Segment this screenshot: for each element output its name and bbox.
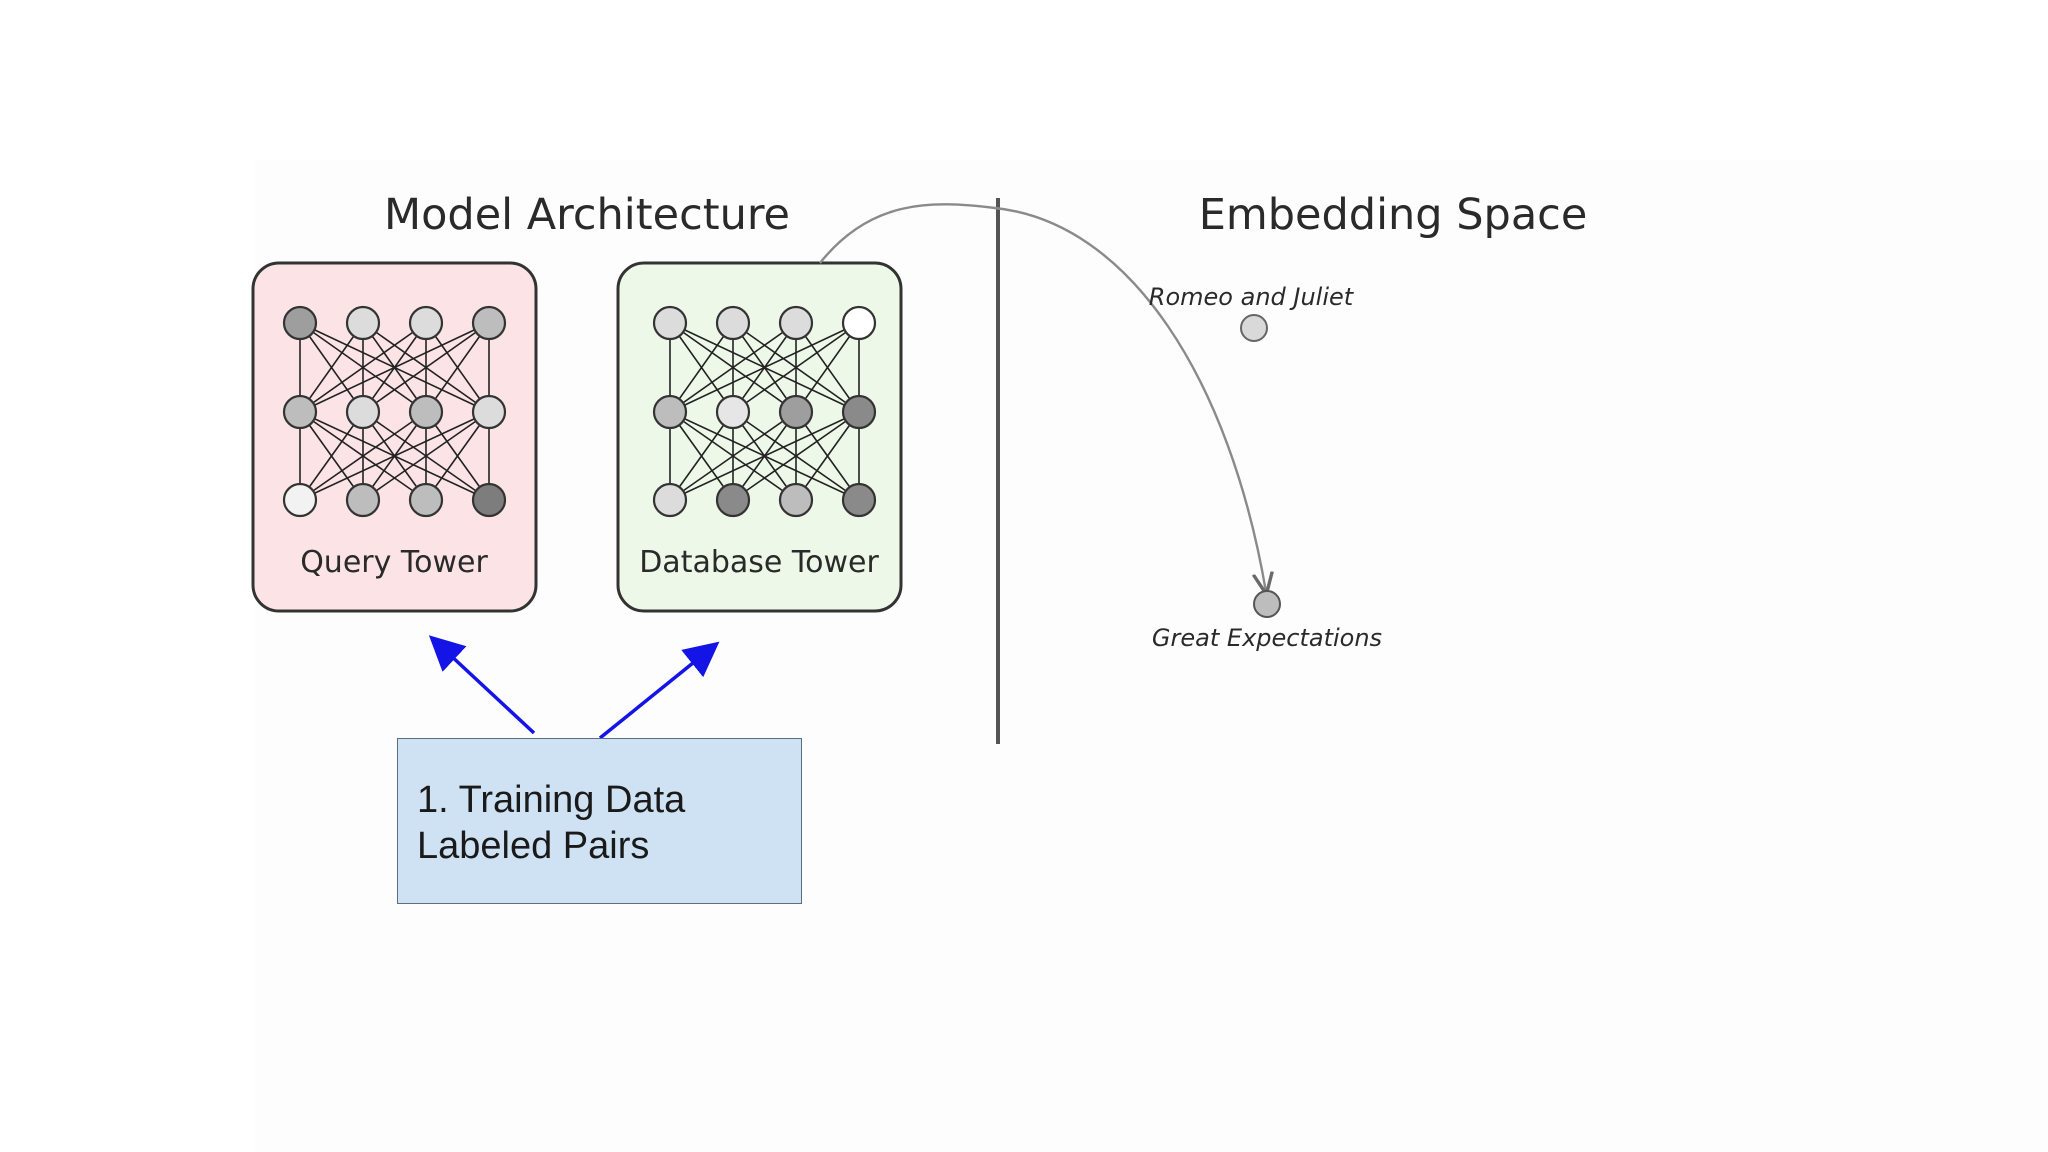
- database-tower-node: [652, 394, 688, 430]
- database-tower-edge: [669, 322, 734, 413]
- query-tower-node: [408, 482, 444, 518]
- query-tower-network: [282, 305, 507, 518]
- query-tower-edge: [299, 411, 490, 501]
- database-tower-edge: [669, 322, 797, 413]
- database-tower-node: [778, 482, 814, 518]
- database-tower-edge: [669, 411, 860, 501]
- database-tower-network: [652, 305, 877, 518]
- arrow-to-database-tower: [598, 641, 720, 740]
- query-tower-node: [282, 482, 318, 518]
- query-tower-label: Query Tower: [300, 545, 488, 580]
- romeo-and-juliet-point: [1240, 314, 1268, 342]
- database-tower-node: [778, 305, 814, 341]
- database-tower-edge: [669, 322, 860, 413]
- query-tower-node: [345, 394, 381, 430]
- database-tower-edge: [732, 411, 860, 501]
- query-tower-box: [251, 261, 538, 613]
- arrow-to-query-tower: [428, 635, 536, 735]
- query-tower-node: [471, 482, 507, 518]
- database-tower-edge: [795, 322, 860, 413]
- query-tower-node: [345, 305, 381, 341]
- query-tower-edge: [362, 411, 490, 501]
- callout-line-2: Labeled Pairs: [417, 825, 650, 867]
- query-tower-edge: [299, 322, 364, 413]
- query-tower-edge: [299, 322, 427, 413]
- query-tower-node: [471, 305, 507, 341]
- great-expectations-label: Great Expectations: [1152, 624, 1382, 652]
- query-tower-edge: [425, 322, 490, 413]
- database-tower-node: [841, 305, 877, 341]
- callout-line-1: 1. Training Data: [417, 779, 686, 821]
- query-tower-edge: [362, 322, 490, 413]
- database-tower-node: [841, 394, 877, 430]
- database-tower-edge: [732, 322, 860, 413]
- database-tower-edge: [795, 411, 860, 501]
- query-tower-edge: [425, 411, 490, 501]
- database-tower-node: [715, 394, 751, 430]
- database-tower-node: [841, 482, 877, 518]
- database-tower-label: Database Tower: [639, 545, 879, 580]
- romeo-and-juliet-label: Romeo and Juliet: [1149, 283, 1355, 311]
- query-tower-node: [408, 305, 444, 341]
- query-tower-node: [408, 394, 444, 430]
- query-tower-edge: [299, 322, 490, 413]
- database-tower-node: [715, 305, 751, 341]
- query-tower-node: [471, 394, 507, 430]
- query-tower-edge: [299, 411, 364, 501]
- query-tower-node: [282, 394, 318, 430]
- database-tower-edge: [669, 411, 734, 501]
- query-tower: Query Tower: [251, 261, 538, 613]
- database-tower-node: [652, 305, 688, 341]
- database-tower-edge: [669, 411, 797, 501]
- database-tower-node: [778, 394, 814, 430]
- query-tower-node: [282, 305, 318, 341]
- embedding-space-title: Embedding Space: [1199, 190, 1588, 240]
- query-tower-edge: [299, 411, 427, 501]
- training-data-callout: 1. Training Data Labeled Pairs: [397, 738, 802, 904]
- database-tower-node: [652, 482, 688, 518]
- embedding-curve-arrow: [819, 203, 1266, 592]
- database-tower: Database Tower: [616, 261, 903, 613]
- model-architecture-title: Model Architecture: [384, 190, 790, 240]
- database-tower-node: [715, 482, 751, 518]
- query-tower-node: [345, 482, 381, 518]
- great-expectations-point: [1253, 590, 1281, 618]
- diagram-image-background: [255, 160, 2048, 1152]
- callout-text: 1. Training Data Labeled Pairs: [417, 777, 685, 869]
